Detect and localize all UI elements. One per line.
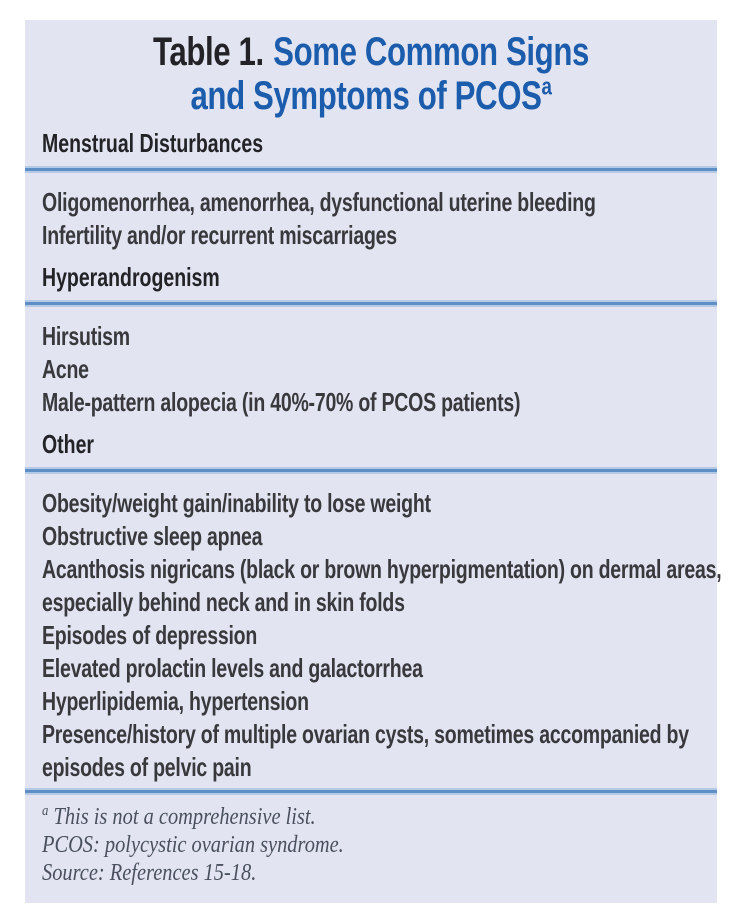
section-header: Other <box>42 429 95 459</box>
table-card: Table 1.Some Common Signs and Symptoms o… <box>25 20 722 903</box>
symptom-item: Episodes of depression <box>42 620 258 650</box>
table-number-label: Table 1. <box>153 30 264 74</box>
symptom-list: Obesity/weight gain/inability to lose we… <box>42 487 734 784</box>
symptom-item: Obstructive sleep apnea <box>42 521 263 551</box>
table-title-line1: Some Common Signs <box>273 30 589 74</box>
symptom-item: Obesity/weight gain/inability to lose we… <box>42 488 431 518</box>
section-divider <box>25 467 717 474</box>
symptom-item: Presence/history of multiple ovarian cys… <box>42 719 689 782</box>
symptom-item: Oligomenorrhea, amenorrhea, dysfunctiona… <box>42 187 596 217</box>
section-header: Menstrual Disturbances <box>42 128 264 158</box>
symptom-item: Hyperlipidemia, hypertension <box>42 686 309 716</box>
symptom-item: Acne <box>42 354 89 384</box>
section-divider <box>25 166 717 173</box>
symptom-item: Elevated prolactin levels and galactorrh… <box>42 653 423 683</box>
symptom-item: Infertility and/or recurrent miscarriage… <box>42 220 397 250</box>
symptom-item: Acanthosis nigricans (black or brown hyp… <box>42 554 722 617</box>
table-title: Table 1.Some Common Signs and Symptoms o… <box>101 30 641 118</box>
section-divider <box>25 300 717 307</box>
footnote-text: Source: References 15-18. <box>42 860 257 886</box>
footnote-text: This is not a comprehensive list. <box>53 804 316 830</box>
symptom-list: Oligomenorrhea, amenorrhea, dysfunctiona… <box>42 186 734 252</box>
footnote-divider <box>25 788 717 795</box>
footnote-line: Source: References 15-18. <box>42 859 734 887</box>
symptom-item: Male-pattern alopecia (in 40%-70% of PCO… <box>42 387 521 417</box>
section-header: Hyperandrogenism <box>42 262 220 292</box>
footnote-marker: a <box>42 803 49 819</box>
symptom-item: Hirsutism <box>42 321 130 351</box>
table-title-superscript: a <box>541 73 552 101</box>
table-title-line2: and Symptoms of PCOS <box>190 74 542 118</box>
footnote-line: PCOS: polycystic ovarian syndrome. <box>42 831 734 859</box>
footnote-text: PCOS: polycystic ovarian syndrome. <box>42 832 344 858</box>
